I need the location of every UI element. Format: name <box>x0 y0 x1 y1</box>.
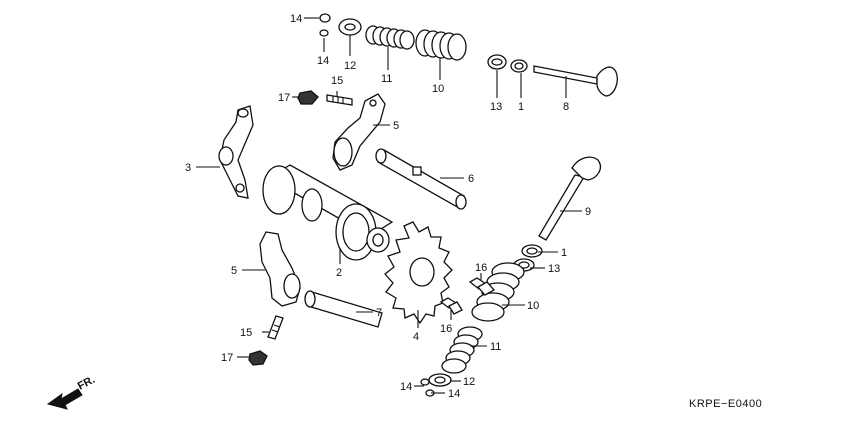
front-direction-arrow-icon <box>46 386 83 410</box>
callout-7: 7 <box>376 307 382 319</box>
outer-valve-spring-bottom <box>471 262 525 322</box>
callout-14: 14 <box>400 381 412 393</box>
callout-16: 16 <box>440 323 452 335</box>
callout-17: 17 <box>221 352 233 364</box>
cam-sprocket <box>384 221 453 325</box>
spring-retainer-bottom <box>428 373 452 387</box>
rocker-arm-bottom <box>259 231 301 307</box>
callout-11: 11 <box>490 341 501 353</box>
rocker-arm-shaft-lower <box>304 290 383 328</box>
callout-17: 17 <box>278 92 290 104</box>
callout-16: 16 <box>475 262 487 274</box>
callout-12: 12 <box>463 376 475 388</box>
outer-valve-spring-top <box>415 29 467 61</box>
callout-3: 3 <box>185 162 191 174</box>
spring-retainer-top <box>338 18 362 36</box>
front-label: FR. <box>76 374 97 393</box>
sprocket-bolt-upper <box>468 277 496 296</box>
callout-1: 1 <box>518 101 524 113</box>
callout-13: 13 <box>490 101 502 113</box>
callout-6: 6 <box>468 173 474 185</box>
diagram-code: KRPE−E0400 <box>689 398 762 410</box>
rocker-arm-top <box>332 93 386 171</box>
decompressor-lever <box>218 105 254 199</box>
callout-14: 14 <box>290 13 302 25</box>
tappet-adjusting-nut-bottom <box>248 350 268 366</box>
intake-valve <box>533 65 618 97</box>
callout-5: 5 <box>393 120 399 132</box>
camshaft <box>262 164 394 261</box>
callout-14: 14 <box>448 388 460 400</box>
leader-lines <box>196 17 582 394</box>
callout-1: 1 <box>561 247 567 259</box>
sprocket-bolt-lower <box>439 297 463 315</box>
stem-seal-top <box>487 54 507 70</box>
tappet-adjusting-nut-top <box>297 90 319 105</box>
callout-10: 10 <box>432 83 444 95</box>
callout-5: 5 <box>231 265 237 277</box>
callout-8: 8 <box>563 101 569 113</box>
tappet-adjusting-screw-top <box>326 94 353 106</box>
callout-4: 4 <box>413 331 419 343</box>
exhaust-valve <box>538 156 602 241</box>
spring-seat-bottom <box>521 244 543 258</box>
callout-11: 11 <box>381 73 392 85</box>
inner-valve-spring-top <box>365 25 415 50</box>
callout-13: 13 <box>548 263 560 275</box>
callout-15: 15 <box>240 327 252 339</box>
callout-9: 9 <box>585 206 591 218</box>
callout-2: 2 <box>336 267 342 279</box>
valve-cotter-top <box>319 13 331 37</box>
callout-10: 10 <box>527 300 539 312</box>
callout-12: 12 <box>344 60 356 72</box>
rocker-arm-shaft <box>375 148 467 210</box>
tappet-adjusting-screw-bottom <box>267 315 284 340</box>
callout-14: 14 <box>317 55 329 67</box>
callout-15: 15 <box>331 75 343 87</box>
spring-seat-top <box>510 59 528 73</box>
